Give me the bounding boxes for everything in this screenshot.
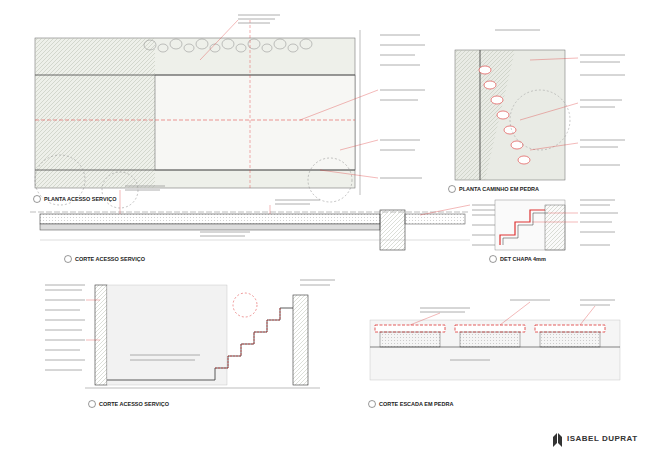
view-title: CORTE ACESSO SERVIÇO xyxy=(74,256,146,262)
view-title: CORTE ACESSO SERVIÇO xyxy=(98,401,170,407)
stone-path-section xyxy=(369,300,621,408)
plate-detail xyxy=(490,200,619,263)
plan-detail xyxy=(449,30,626,193)
plan-view xyxy=(34,15,426,208)
long-section xyxy=(30,186,510,263)
view-title: PLANTA ACESSO SERVIÇO xyxy=(43,196,117,202)
view-title: PLANTA CAMINHO EM PEDRA xyxy=(458,186,540,192)
stair-section xyxy=(45,280,335,408)
logo-mark xyxy=(553,433,562,447)
view-title: CORTE ESCADA EM PEDRA xyxy=(378,401,454,407)
logo-text: ISABEL DUPRAT xyxy=(566,435,639,444)
view-title: DET CHAPA 4mm xyxy=(499,256,547,262)
